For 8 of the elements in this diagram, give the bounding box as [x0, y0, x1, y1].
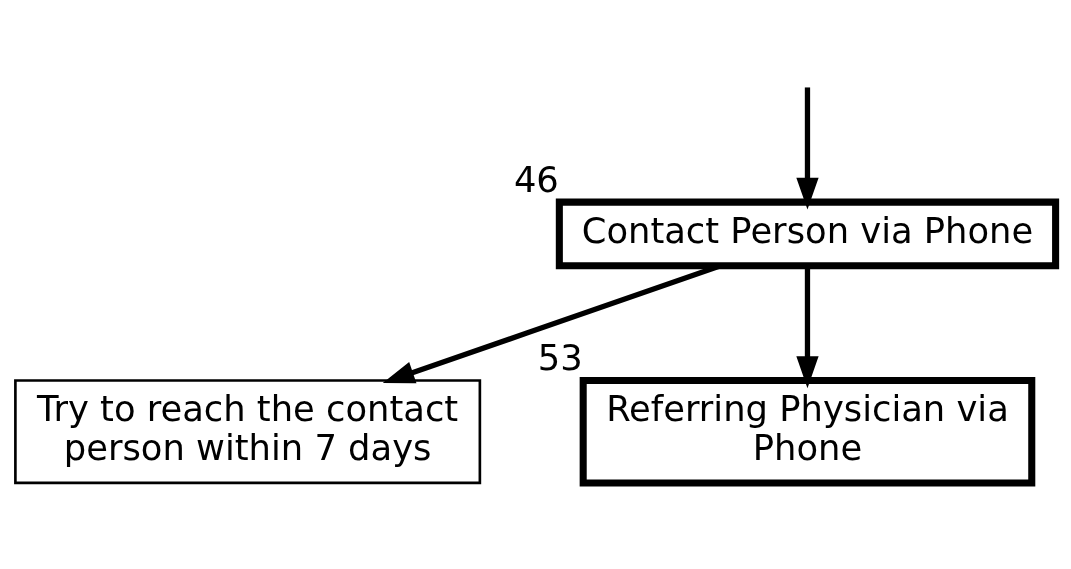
arrow: [382, 263, 722, 384]
arrow: [796, 266, 819, 389]
node-box: Referring Physician via Phone: [579, 376, 1036, 487]
node-label: 53: [537, 336, 583, 378]
node-box: Contact Person via Phone: [555, 198, 1060, 270]
node-label: 46: [513, 158, 559, 200]
node-box: Try to reach the contact person within 7 days: [14, 379, 482, 485]
arrow: [796, 87, 819, 210]
